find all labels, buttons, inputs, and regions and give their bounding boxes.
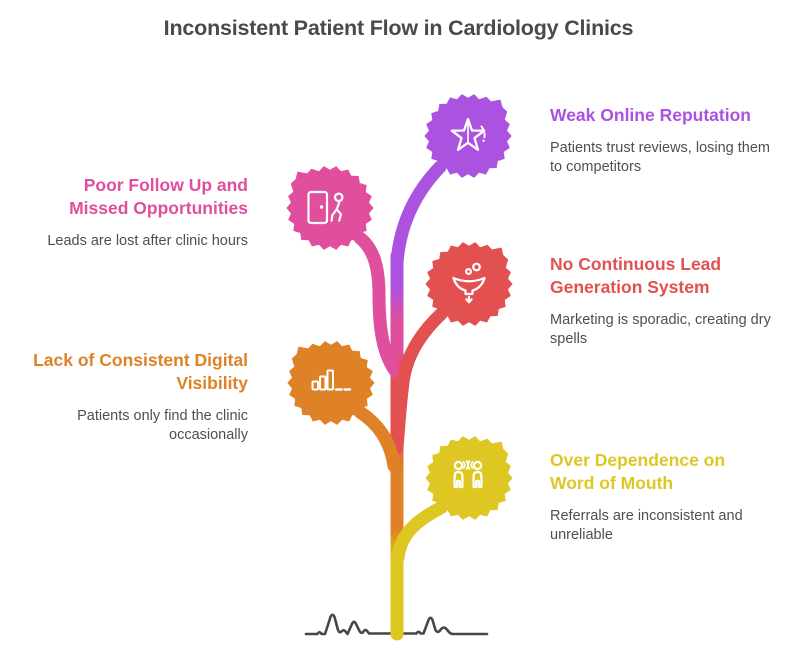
item-heading: Lack of Consistent Digital Visibility [33,350,248,393]
lead-funnel-icon [452,262,486,304]
leaf-lack-of-digital-visibility [287,341,375,425]
item-description: Leads are lost after clinic hours [47,233,248,249]
item-lack-of-digital-visibility: Lack of Consistent Digital Visibility Pa… [33,349,248,445]
leaf-no-continuous-lead-generation [425,242,513,326]
vine-branch [391,500,449,565]
vine-branch [353,405,401,473]
door-exit-icon [307,190,344,225]
bar-chart-icon [311,369,352,391]
diagram-title: Inconsistent Patient Flow in Cardiology … [163,16,634,40]
vine-branch [353,231,403,379]
item-over-dependence-word-of-mouth: Over Dependence on Word of Mouth Referra… [550,449,743,545]
item-description: Patients only find the clinic occasional… [77,408,248,443]
item-heading: No Continuous Lead Generation System [550,254,722,297]
item-heading: Over Dependence on Word of Mouth [550,450,726,493]
item-no-continuous-lead-generation: No Continuous Lead Generation System Mar… [550,253,771,349]
item-description: Referrals are inconsistent and unreliabl… [550,508,743,543]
item-poor-follow-up: Poor Follow Up and Missed Opportunities … [47,174,248,251]
leaf-poor-follow-up [286,166,374,250]
vine-branch [390,160,447,269]
item-description: Patients trust reviews, losing them to c… [550,140,771,175]
leaf-over-dependence-word-of-mouth [425,436,513,520]
vine-branch [390,306,449,455]
ekg-heartbeat-line [304,613,489,636]
item-heading: Poor Follow Up and Missed Opportunities [69,175,248,218]
item-heading: Weak Online Reputation [550,105,751,125]
item-weak-online-reputation: Weak Online Reputation Patients trust re… [550,104,770,177]
star-icon [450,117,486,151]
item-description: Marketing is sporadic, creating dry spel… [550,312,771,347]
people-talking-icon [453,460,483,489]
